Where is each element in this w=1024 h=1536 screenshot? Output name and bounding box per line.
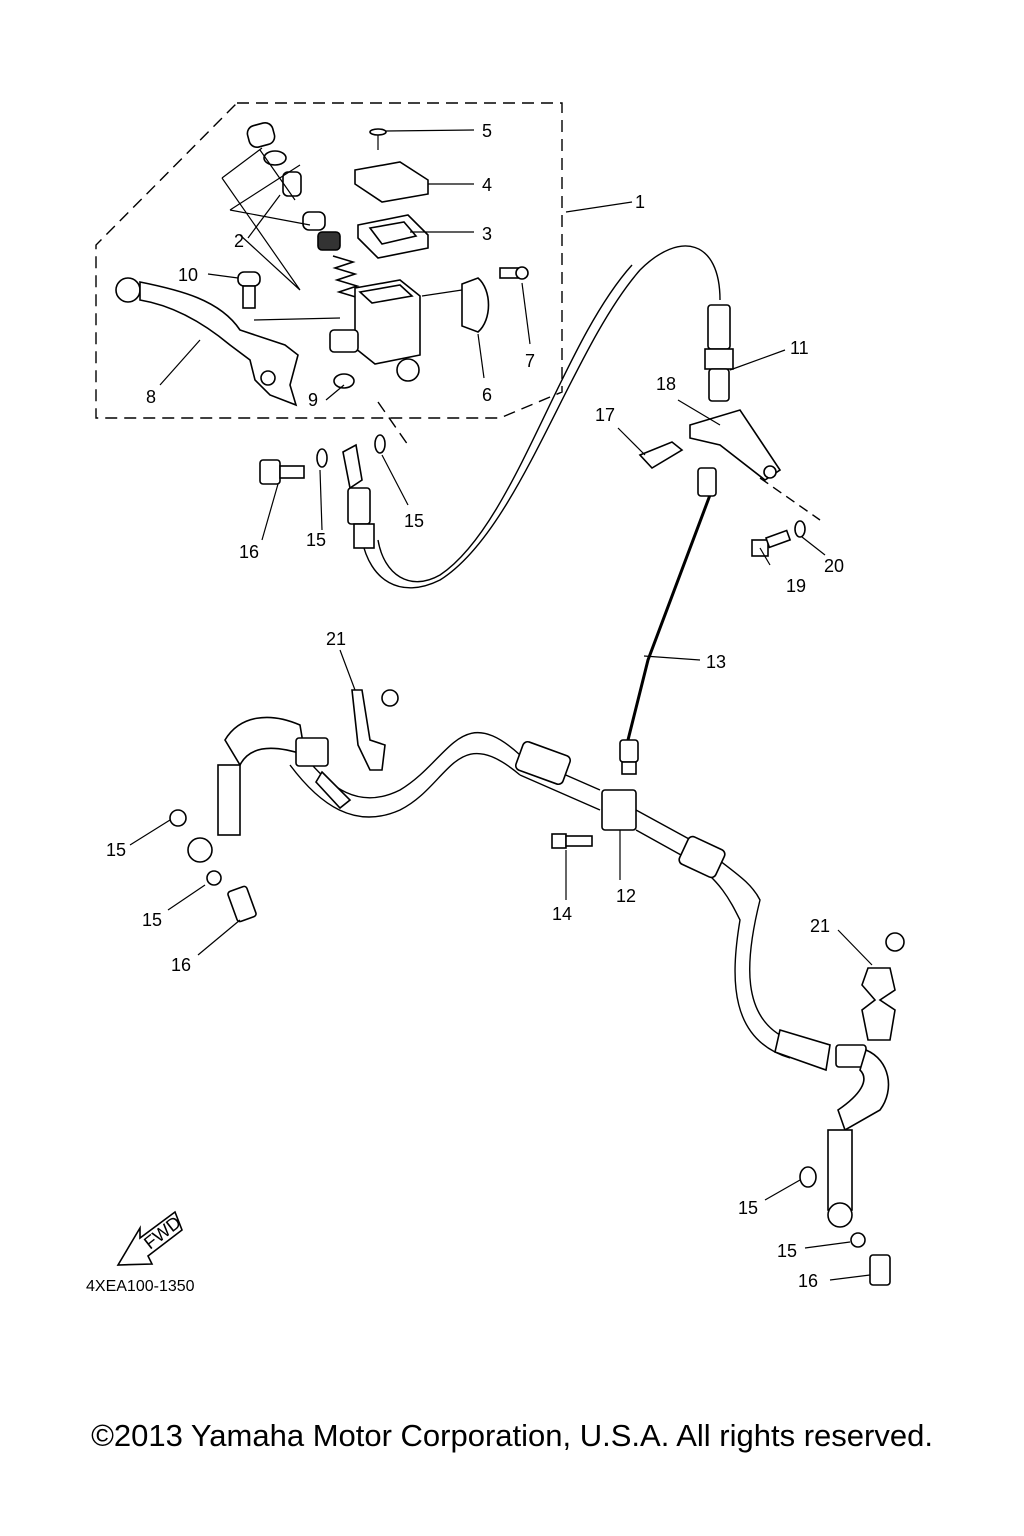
callout-21b: 21 [810,916,830,936]
callout-15d: 15 [142,910,162,930]
brake-pipe [619,467,717,775]
callout-13: 13 [706,652,726,672]
callout-15f: 15 [777,1241,797,1261]
callout-8: 8 [146,387,156,407]
callout-labels: 1 2 3 4 5 6 7 8 9 10 11 12 13 14 15 16 1… [86,121,844,1295]
callout-19: 19 [786,576,806,596]
callout-5: 5 [482,121,492,141]
callout-9: 9 [308,390,318,410]
hose-clamp-right [861,932,905,1041]
callout-20: 20 [824,556,844,576]
callout-14: 14 [552,904,572,924]
callout-21: 21 [326,629,346,649]
callout-18: 18 [656,374,676,394]
leader-lines [129,129,873,1281]
callout-2: 2 [234,231,244,251]
callout-16c: 16 [798,1271,818,1291]
brake-hose-joint [514,740,791,1059]
forward-arrow-icon: FWD [116,1210,185,1266]
callout-10: 10 [178,265,198,285]
callout-4: 4 [482,175,492,195]
reservoir-cap-parts [354,128,429,259]
brake-lever [115,277,299,407]
callout-11: 11 [790,338,809,358]
piston-kit-parts [221,122,360,299]
union-bolt-upper [259,434,386,485]
drawing-code: 4XEA100-1350 [86,1278,195,1295]
callout-16: 16 [239,542,259,562]
callout-15b: 15 [404,511,424,531]
hose-bracket [638,409,821,557]
right-lower-hose [774,1028,891,1286]
callout-16b: 16 [171,955,191,975]
callout-15: 15 [306,530,326,550]
pivot-bolt [237,271,355,389]
callout-15e: 15 [738,1198,758,1218]
upper-brake-hose [342,245,734,589]
handlebar-clamp [421,266,529,333]
callout-15c: 15 [106,840,126,860]
left-lower-hose [169,716,521,923]
master-cylinder-body [329,279,421,382]
callout-7: 7 [525,351,535,371]
master-cylinder-assembly-outline [95,102,563,419]
copyright-notice: ©2013 Yamaha Motor Corporation, U.S.A. A… [91,1418,933,1453]
callout-3: 3 [482,224,492,244]
hose-clamp-left [351,689,399,771]
callout-1: 1 [635,192,645,212]
callout-17: 17 [595,405,615,425]
callout-6: 6 [482,385,492,405]
callout-12: 12 [616,886,636,906]
